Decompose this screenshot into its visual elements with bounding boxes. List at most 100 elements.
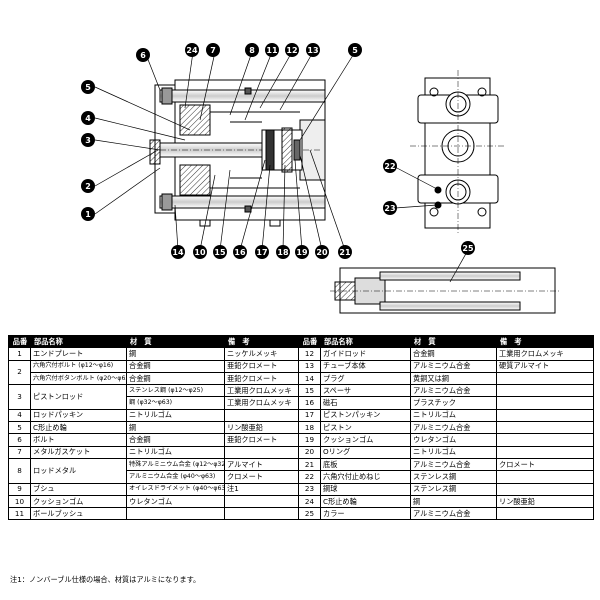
part-material: ニトリルゴム — [126, 445, 225, 459]
part-name: クッションゴム — [320, 433, 411, 447]
callout-number: 22 — [384, 162, 395, 171]
callout-number: 18 — [277, 248, 289, 257]
part-no: 16 — [298, 396, 321, 410]
part-no: 7 — [8, 445, 31, 459]
part-note — [496, 421, 594, 435]
callout-number: 12 — [286, 46, 297, 55]
callout-number: 1 — [85, 210, 91, 219]
part-note — [496, 433, 594, 447]
part-name: C形止め輪 — [320, 494, 411, 509]
part-note — [496, 396, 594, 410]
part-material: 合金鋼 — [126, 371, 225, 386]
part-note: 亜鉛クロメート — [224, 371, 299, 386]
part-name: カラー — [320, 507, 411, 521]
part-note: ニッケルメッキ — [224, 347, 299, 361]
part-name: クッションゴム — [30, 494, 127, 509]
callout-circle — [233, 245, 247, 259]
part-note — [224, 507, 299, 521]
callout-number: 6 — [140, 51, 146, 60]
callout-circle — [285, 43, 299, 57]
part-name: ピストン — [320, 421, 411, 435]
table-header-row: 品番 部品名称 材 質 備 考 品番 部品名称 材 質 備 考 — [8, 334, 594, 349]
part-note: 工業用クロムメッキ — [224, 396, 299, 410]
callout-circle — [348, 43, 362, 57]
part-note: 注1 — [224, 482, 299, 496]
part-material: アルミニウム合金 (φ40〜φ63) — [126, 470, 225, 484]
callout-number: 3 — [85, 136, 91, 145]
part-name: 底板 — [320, 457, 411, 472]
part-note — [496, 445, 594, 459]
callout-circle — [81, 111, 95, 125]
header-name-right: 部品名称 — [320, 334, 411, 349]
callout-number: 10 — [194, 248, 206, 257]
part-no: 4 — [8, 408, 31, 423]
part-material: アルミニウム合金 — [410, 457, 497, 472]
part-note — [224, 445, 299, 459]
header-name-left: 部品名称 — [30, 334, 127, 349]
main-section-view — [149, 79, 326, 227]
part-name: スペーサ — [320, 384, 411, 398]
part-name: エンドプレート — [30, 347, 127, 361]
callout-number: 7 — [210, 46, 216, 55]
part-material: 鋼 — [126, 347, 225, 361]
part-note: リン酸亜鉛 — [224, 421, 299, 435]
callout-number: 11 — [266, 46, 278, 55]
part-material: ウレタンゴム — [410, 433, 497, 447]
callout-number: 21 — [339, 248, 351, 257]
callout-circle — [193, 245, 207, 259]
callout-circle — [306, 43, 320, 57]
part-note — [496, 408, 594, 423]
part-no: 12 — [298, 347, 321, 361]
callout-circle — [81, 207, 95, 221]
leader-lines — [94, 51, 356, 251]
part-name: ロッドメタル — [30, 457, 127, 484]
part-note — [496, 371, 594, 386]
callout-number: 19 — [296, 248, 308, 257]
callout-circle — [295, 245, 309, 259]
part-material: プラスチック — [410, 396, 497, 410]
callout-number: 14 — [172, 248, 184, 257]
part-no: 23 — [298, 482, 321, 496]
part-name: ボルト — [30, 433, 127, 447]
part-name: ピストンロッド — [30, 384, 127, 410]
part-material: 合金鋼 — [410, 347, 497, 361]
part-no: 10 — [8, 494, 31, 509]
part-material: アルミニウム合金 — [410, 421, 497, 435]
part-no: 17 — [298, 408, 321, 423]
part-note: リン酸亜鉛 — [496, 494, 594, 509]
part-no: 1 — [8, 347, 31, 361]
callout-circle — [265, 43, 279, 57]
part-note — [496, 482, 594, 496]
part-no: 24 — [298, 494, 321, 509]
part-material: アルミニウム合金 — [410, 507, 497, 521]
part-name: ガイドロッド — [320, 347, 411, 361]
part-material: ニトリルゴム — [410, 408, 497, 423]
callout-circle — [136, 48, 150, 62]
callout-circle — [338, 245, 352, 259]
callout-number: 4 — [85, 114, 91, 123]
part-no: 14 — [298, 371, 321, 386]
callout-number: 16 — [234, 248, 246, 257]
footnote: 注1：ノンバーブル仕様の場合、材質はアルミになります。 — [10, 575, 201, 584]
header-material-left: 材 質 — [126, 334, 225, 349]
part-note: 硬質アルマイト — [496, 359, 594, 373]
header-note-left: 備 考 — [224, 334, 299, 349]
header-note-right: 備 考 — [496, 334, 594, 349]
callout-number: 25 — [462, 244, 474, 253]
callout-number: 20 — [316, 248, 328, 257]
part-no: 13 — [298, 359, 321, 373]
part-note: アルマイト — [224, 457, 299, 472]
part-material: ステンレス鋼 (φ12〜φ25) — [126, 384, 225, 398]
part-material: ニトリルゴム — [410, 445, 497, 459]
part-note — [224, 408, 299, 423]
part-no: 20 — [298, 445, 321, 459]
part-no: 6 — [8, 433, 31, 447]
part-material: アルミニウム合金 — [410, 359, 497, 373]
header-no-right: 品番 — [298, 334, 321, 349]
